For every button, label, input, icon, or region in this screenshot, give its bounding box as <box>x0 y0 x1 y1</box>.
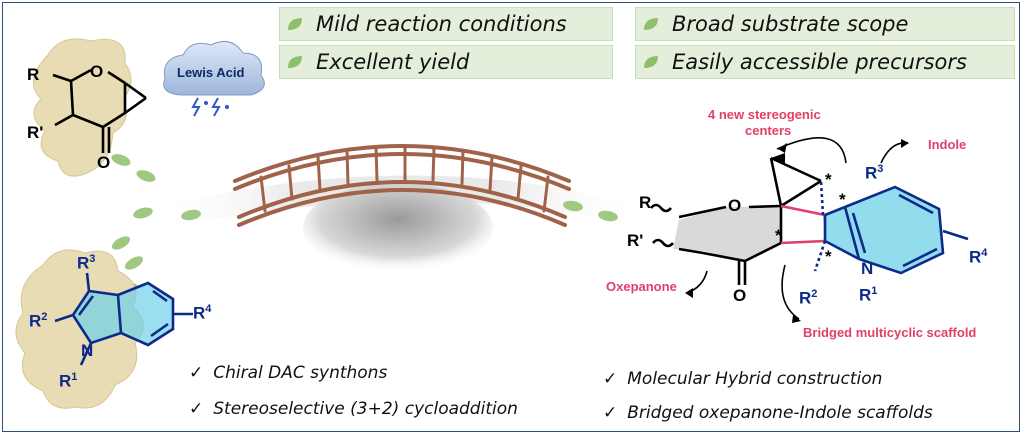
dac-ketone-o-label: O <box>97 153 111 172</box>
feature-box-mild-conditions: Mild reaction conditions <box>279 7 613 41</box>
product-r3-label: R3 <box>865 163 884 183</box>
checklist-item: ✓Chiral DAC synthons <box>189 363 388 383</box>
indole-annotation: Indole <box>928 137 967 152</box>
bridged-annotation: Bridged multicyclic scaffold <box>803 325 977 340</box>
leaf-icon <box>644 18 658 30</box>
product-r-label: R <box>639 193 652 212</box>
indole-r4-label: R4 <box>193 303 212 323</box>
product-rprime-label: R' <box>627 231 644 250</box>
scheme-artwork <box>15 38 969 409</box>
stereocenter-star: * <box>825 170 832 189</box>
dac-o-label: O <box>90 62 104 81</box>
path-under-bridge <box>153 175 643 231</box>
feature-box-precursors: Easily accessible precursors <box>635 45 1015 79</box>
dac-blob <box>33 38 132 177</box>
indole-r2-label: R2 <box>29 311 48 331</box>
stereocenter-star: * <box>775 226 782 245</box>
product-ketone-o-label: O <box>733 286 747 305</box>
stereocenter-star: * <box>825 247 832 266</box>
product-r1-label: R1 <box>859 285 878 305</box>
leaf-icon <box>288 18 302 30</box>
graphical-abstract: Mild reaction conditions Excellent yield… <box>2 2 1020 432</box>
leaf-icon <box>288 56 302 68</box>
bridge <box>233 144 571 227</box>
feature-label: Broad substrate scope <box>672 12 909 36</box>
feature-label: Easily accessible precursors <box>672 50 967 74</box>
product-r2-label: R2 <box>799 288 818 308</box>
product-o-label: O <box>728 196 742 215</box>
feature-box-substrate-scope: Broad substrate scope <box>635 7 1015 41</box>
indole-r3-label: R3 <box>77 253 96 273</box>
dac-rprime-label: R' <box>27 123 44 142</box>
oxepanone-annotation: Oxepanone <box>606 279 677 294</box>
feature-label: Excellent yield <box>316 50 470 74</box>
checklist-item: ✓Molecular Hybrid construction <box>603 369 883 389</box>
lewis-acid-cloud <box>163 40 265 117</box>
checklist-item: ✓Bridged oxepanone-Indole scaffolds <box>603 403 933 423</box>
indole-n-label: N <box>81 341 94 360</box>
leaf-icon <box>644 56 658 68</box>
product-r4-label: R4 <box>969 247 988 267</box>
indole-blob <box>15 249 144 409</box>
product-n-label: N <box>861 259 874 278</box>
bridge-shadow <box>303 183 493 273</box>
stereocenters-label-line2: centers <box>745 123 792 138</box>
product-structure <box>650 137 969 323</box>
indole-r1-label: R1 <box>59 371 78 391</box>
indole-reactant-structure <box>54 272 193 366</box>
dac-r-label: R <box>27 65 40 84</box>
lewis-acid-label: Lewis Acid <box>177 65 245 80</box>
checklist-item: ✓Stereoselective (3+2) cycloaddition <box>189 399 518 419</box>
stereocenter-star: * <box>839 190 846 209</box>
feature-label: Mild reaction conditions <box>316 12 567 36</box>
stereocenters-label-line1: 4 new stereogenic <box>708 107 821 122</box>
feature-box-excellent-yield: Excellent yield <box>279 45 613 79</box>
dac-structure <box>52 68 147 153</box>
